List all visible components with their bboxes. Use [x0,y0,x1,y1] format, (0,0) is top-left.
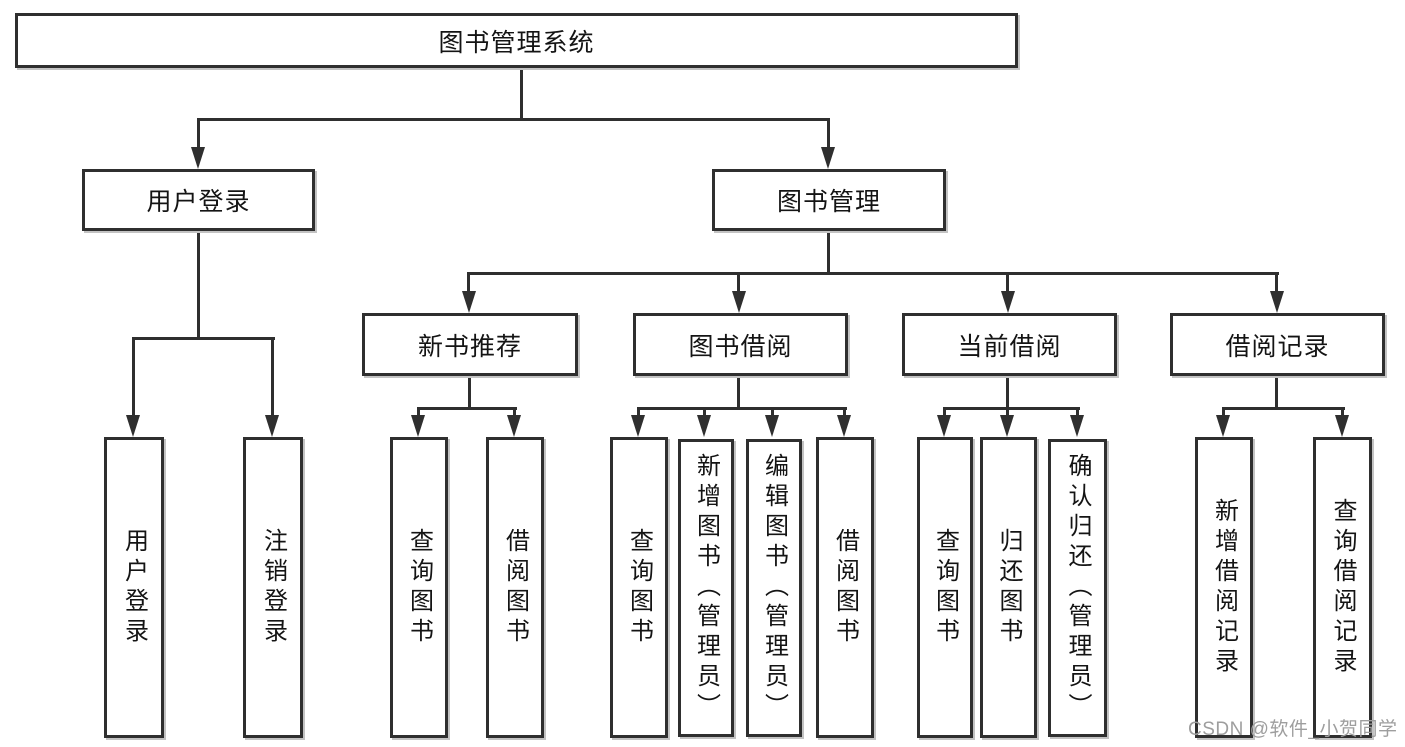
node-user-login: 用户登录 [82,169,315,231]
connector-vline [468,376,471,409]
arrowhead-down [1335,415,1349,437]
connector-vline [827,118,830,149]
leaf-return-books: 归还图书 [980,437,1037,738]
leaf-query-books-borrowing: 查询图书 [610,437,668,738]
watermark: CSDN @软件_小贺同学 [1188,719,1398,740]
connector-vline [737,272,740,293]
leaf-borrow-books-recommend: 借阅图书 [486,437,544,738]
arrowhead-down [1000,415,1014,437]
connector-vline [467,272,470,293]
arrowhead-down [631,415,645,437]
connector-vline [737,376,740,409]
leaf-edit-books-admin: 编辑图书（管理员） [746,439,802,737]
connector-vline [520,68,523,120]
connector-vline [943,407,946,418]
connector-vline [1076,407,1079,418]
arrowhead-down [411,415,425,437]
leaf-add-books-admin: 新增图书（管理员） [678,439,734,737]
connector-hline [468,272,1279,275]
arrowhead-down [821,147,835,169]
connector-hline [132,337,275,340]
arrowhead-down [126,415,140,437]
arrowhead-down [1001,291,1015,313]
leaf-borrow-books-borrowing: 借阅图书 [816,437,874,738]
node-root: 图书管理系统 [15,13,1018,68]
leaf-confirm-return-admin: 确认归还（管理员） [1048,439,1107,737]
arrowhead-down [732,291,746,313]
connector-vline [271,337,274,417]
arrowhead-down [462,291,476,313]
connector-hline [417,407,517,410]
connector-vline [1222,407,1225,418]
node-new-book-recommend: 新书推荐 [362,313,578,376]
connector-hline [637,407,847,410]
leaf-add-borrow-record: 新增借阅记录 [1195,437,1253,738]
connector-vline [1006,407,1009,418]
connector-hline [943,407,1080,410]
leaf-query-books-current: 查询图书 [917,437,973,738]
connector-vline [637,407,640,418]
connector-vline [827,231,830,275]
connector-vline [771,407,774,418]
connector-vline [197,231,200,339]
node-book-borrowing: 图书借阅 [633,313,848,376]
arrowhead-down [765,415,779,437]
connector-vline [1275,376,1278,409]
arrowhead-down [837,415,851,437]
connector-vline [1006,272,1009,293]
leaf-query-books-recommend: 查询图书 [390,437,448,738]
arrowhead-down [1070,415,1084,437]
arrowhead-down [191,147,205,169]
connector-vline [843,407,846,418]
connector-vline [1275,272,1278,293]
connector-vline [132,337,135,417]
node-book-management: 图书管理 [712,169,946,231]
connector-vline [1006,376,1009,409]
arrowhead-down [697,415,711,437]
arrowhead-down [1216,415,1230,437]
arrowhead-down [507,415,521,437]
leaf-logout: 注销登录 [243,437,303,738]
arrowhead-down [1270,291,1284,313]
connector-hline [197,118,830,121]
leaf-query-borrow-record: 查询借阅记录 [1313,437,1372,738]
connector-vline [417,407,420,418]
connector-vline [513,407,516,418]
connector-hline [1222,407,1345,410]
arrowhead-down [937,415,951,437]
leaf-user-login: 用户登录 [104,437,164,738]
arrowhead-down [265,415,279,437]
connector-vline [1341,407,1344,418]
connector-vline [197,118,200,149]
connector-vline [703,407,706,418]
node-borrowing-records: 借阅记录 [1170,313,1385,376]
node-current-borrowing: 当前借阅 [902,313,1117,376]
